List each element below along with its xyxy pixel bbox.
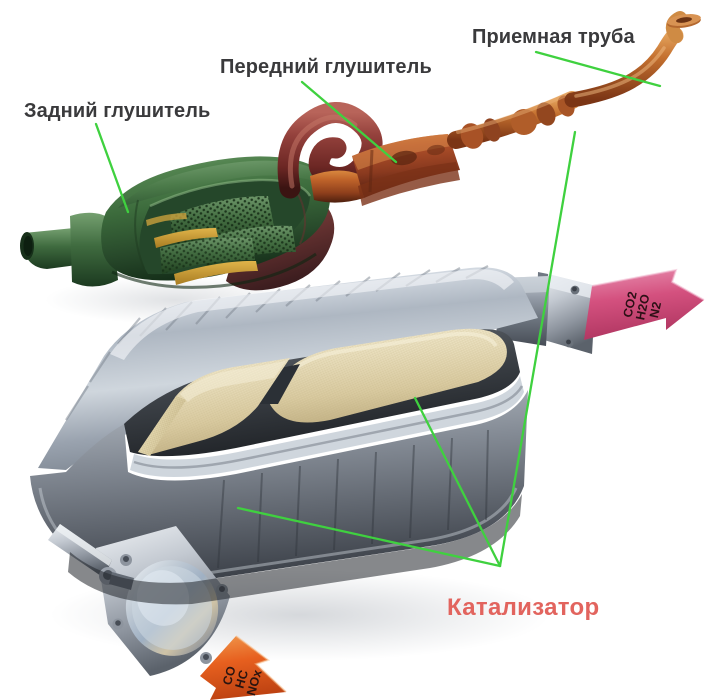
converter-shell-specular — [110, 269, 514, 360]
rear-muffler-outlet-neck — [23, 228, 77, 269]
leader-intake-pipe — [534, 50, 662, 88]
rear-muffler-assembly — [20, 156, 335, 291]
front-exhaust-assembly — [277, 11, 701, 206]
rear-muffler-seam-1 — [134, 199, 145, 269]
rear-muffler-baffles — [146, 213, 258, 285]
label-rear-muffler: Задний глушитель — [24, 100, 211, 122]
rear-muffler-seam-2 — [295, 189, 307, 245]
converter-underside-shadow — [68, 494, 522, 605]
exhaust-flex-joints — [460, 95, 575, 149]
outlet-gas-arrow — [584, 268, 705, 340]
rear-muffler-outlet-bore — [23, 236, 33, 256]
converter-brick-gap — [258, 364, 300, 404]
leader-lines — [94, 50, 662, 568]
exhaust-mid-pipe-highlight — [456, 92, 570, 134]
intake-downpipe-highlight — [574, 46, 666, 98]
rear-muffler-highlight — [118, 160, 324, 208]
catalytic-converter-assembly — [30, 265, 596, 676]
leader-front-muffler — [300, 80, 398, 164]
converter-lower-ribs — [217, 429, 489, 569]
label-catalytic-converter: Катализатор — [447, 594, 600, 621]
converter-monolith-left-hilite — [180, 361, 286, 402]
inlet-gas-arrow — [200, 635, 287, 700]
label-front-muffler: Передний глушитель — [220, 56, 432, 78]
converter-mat-edge — [133, 385, 524, 469]
leader-catalyst-c — [498, 130, 577, 568]
leader-catalyst-b — [413, 396, 502, 568]
converter-monolith-left-texture — [138, 358, 290, 454]
leader-catalyst-a — [236, 506, 502, 568]
intake-pipe-flange — [667, 14, 701, 28]
rear-muffler-bottom-edge — [111, 252, 317, 289]
exhaust-connector-pipe — [310, 170, 364, 203]
exhaust-hook-highlight — [287, 114, 358, 189]
label-intake-pipe: Приемная труба — [472, 26, 635, 48]
front-muffler-resonator — [352, 134, 460, 206]
leader-rear-muffler — [94, 122, 130, 214]
